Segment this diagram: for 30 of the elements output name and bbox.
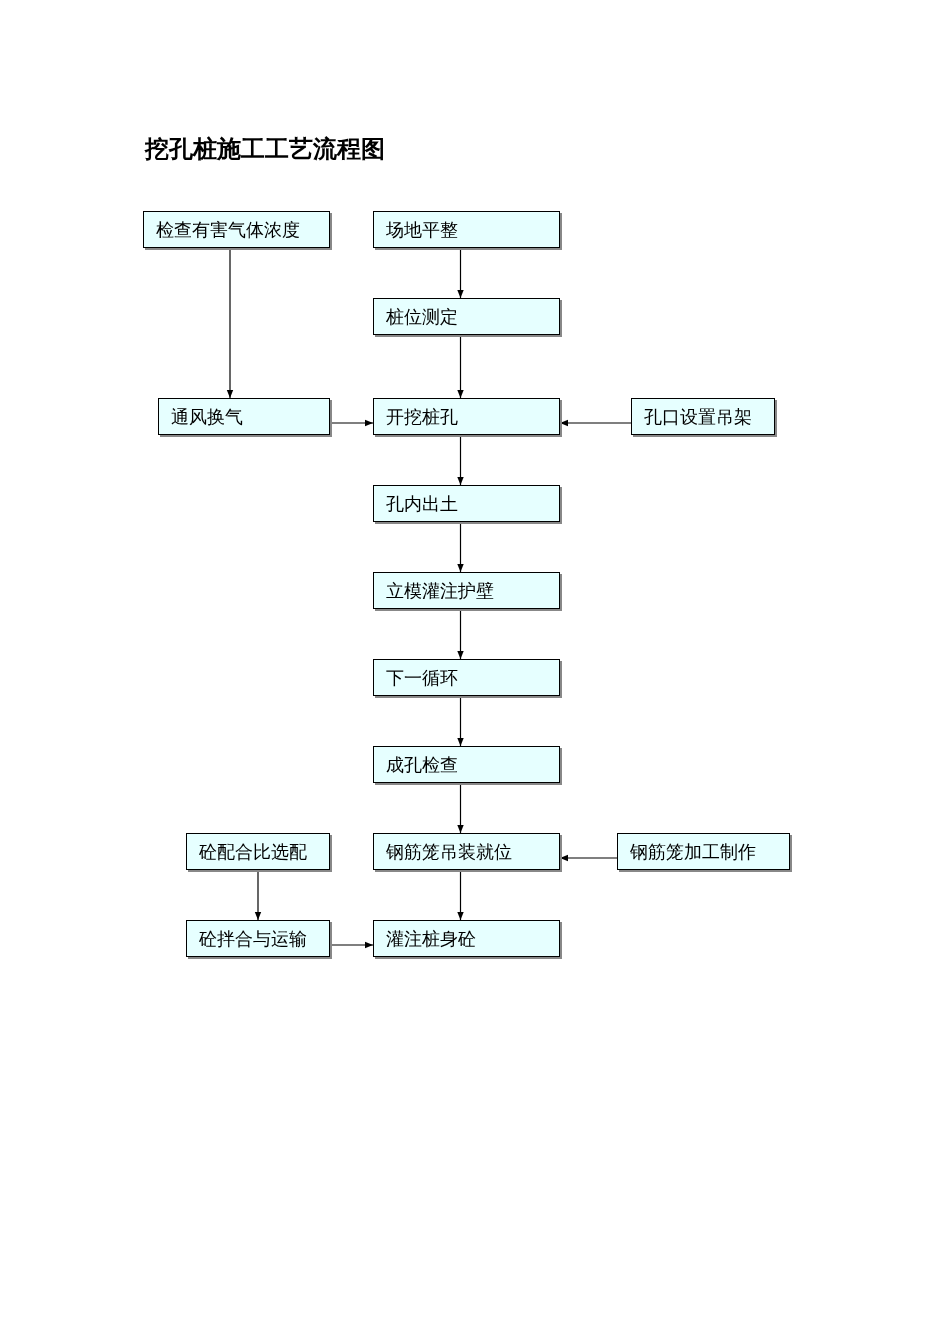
title: 挖孔桩施工工艺流程图 bbox=[145, 134, 385, 165]
process-box: 灌注桩身砼 bbox=[373, 920, 560, 957]
process-box: 桩位测定 bbox=[373, 298, 560, 335]
process-box: 通风换气 bbox=[158, 398, 330, 435]
arrow bbox=[457, 869, 464, 921]
arrow bbox=[457, 782, 464, 834]
arrow bbox=[329, 941, 374, 949]
arrow bbox=[559, 854, 618, 862]
arrow bbox=[457, 608, 464, 660]
process-box: 孔口设置吊架 bbox=[631, 398, 775, 435]
arrow bbox=[457, 434, 464, 486]
arrow bbox=[457, 521, 464, 573]
arrow bbox=[457, 695, 464, 747]
process-box: 成孔检查 bbox=[373, 746, 560, 783]
process-box: 场地平整 bbox=[373, 211, 560, 248]
process-box: 检查有害气体浓度 bbox=[143, 211, 330, 248]
arrow bbox=[457, 247, 464, 299]
process-box: 开挖桩孔 bbox=[373, 398, 560, 435]
process-box: 孔内出土 bbox=[373, 485, 560, 522]
process-box: 砼拌合与运输 bbox=[186, 920, 330, 957]
arrow bbox=[457, 334, 464, 399]
arrow bbox=[226, 247, 234, 399]
arrow bbox=[254, 869, 262, 921]
process-box: 砼配合比选配 bbox=[186, 833, 330, 870]
process-box: 下一循环 bbox=[373, 659, 560, 696]
process-box: 钢筋笼加工制作 bbox=[617, 833, 790, 870]
process-box: 立模灌注护壁 bbox=[373, 572, 560, 609]
arrow bbox=[559, 419, 632, 427]
process-box: 钢筋笼吊装就位 bbox=[373, 833, 560, 870]
arrow bbox=[329, 419, 374, 427]
